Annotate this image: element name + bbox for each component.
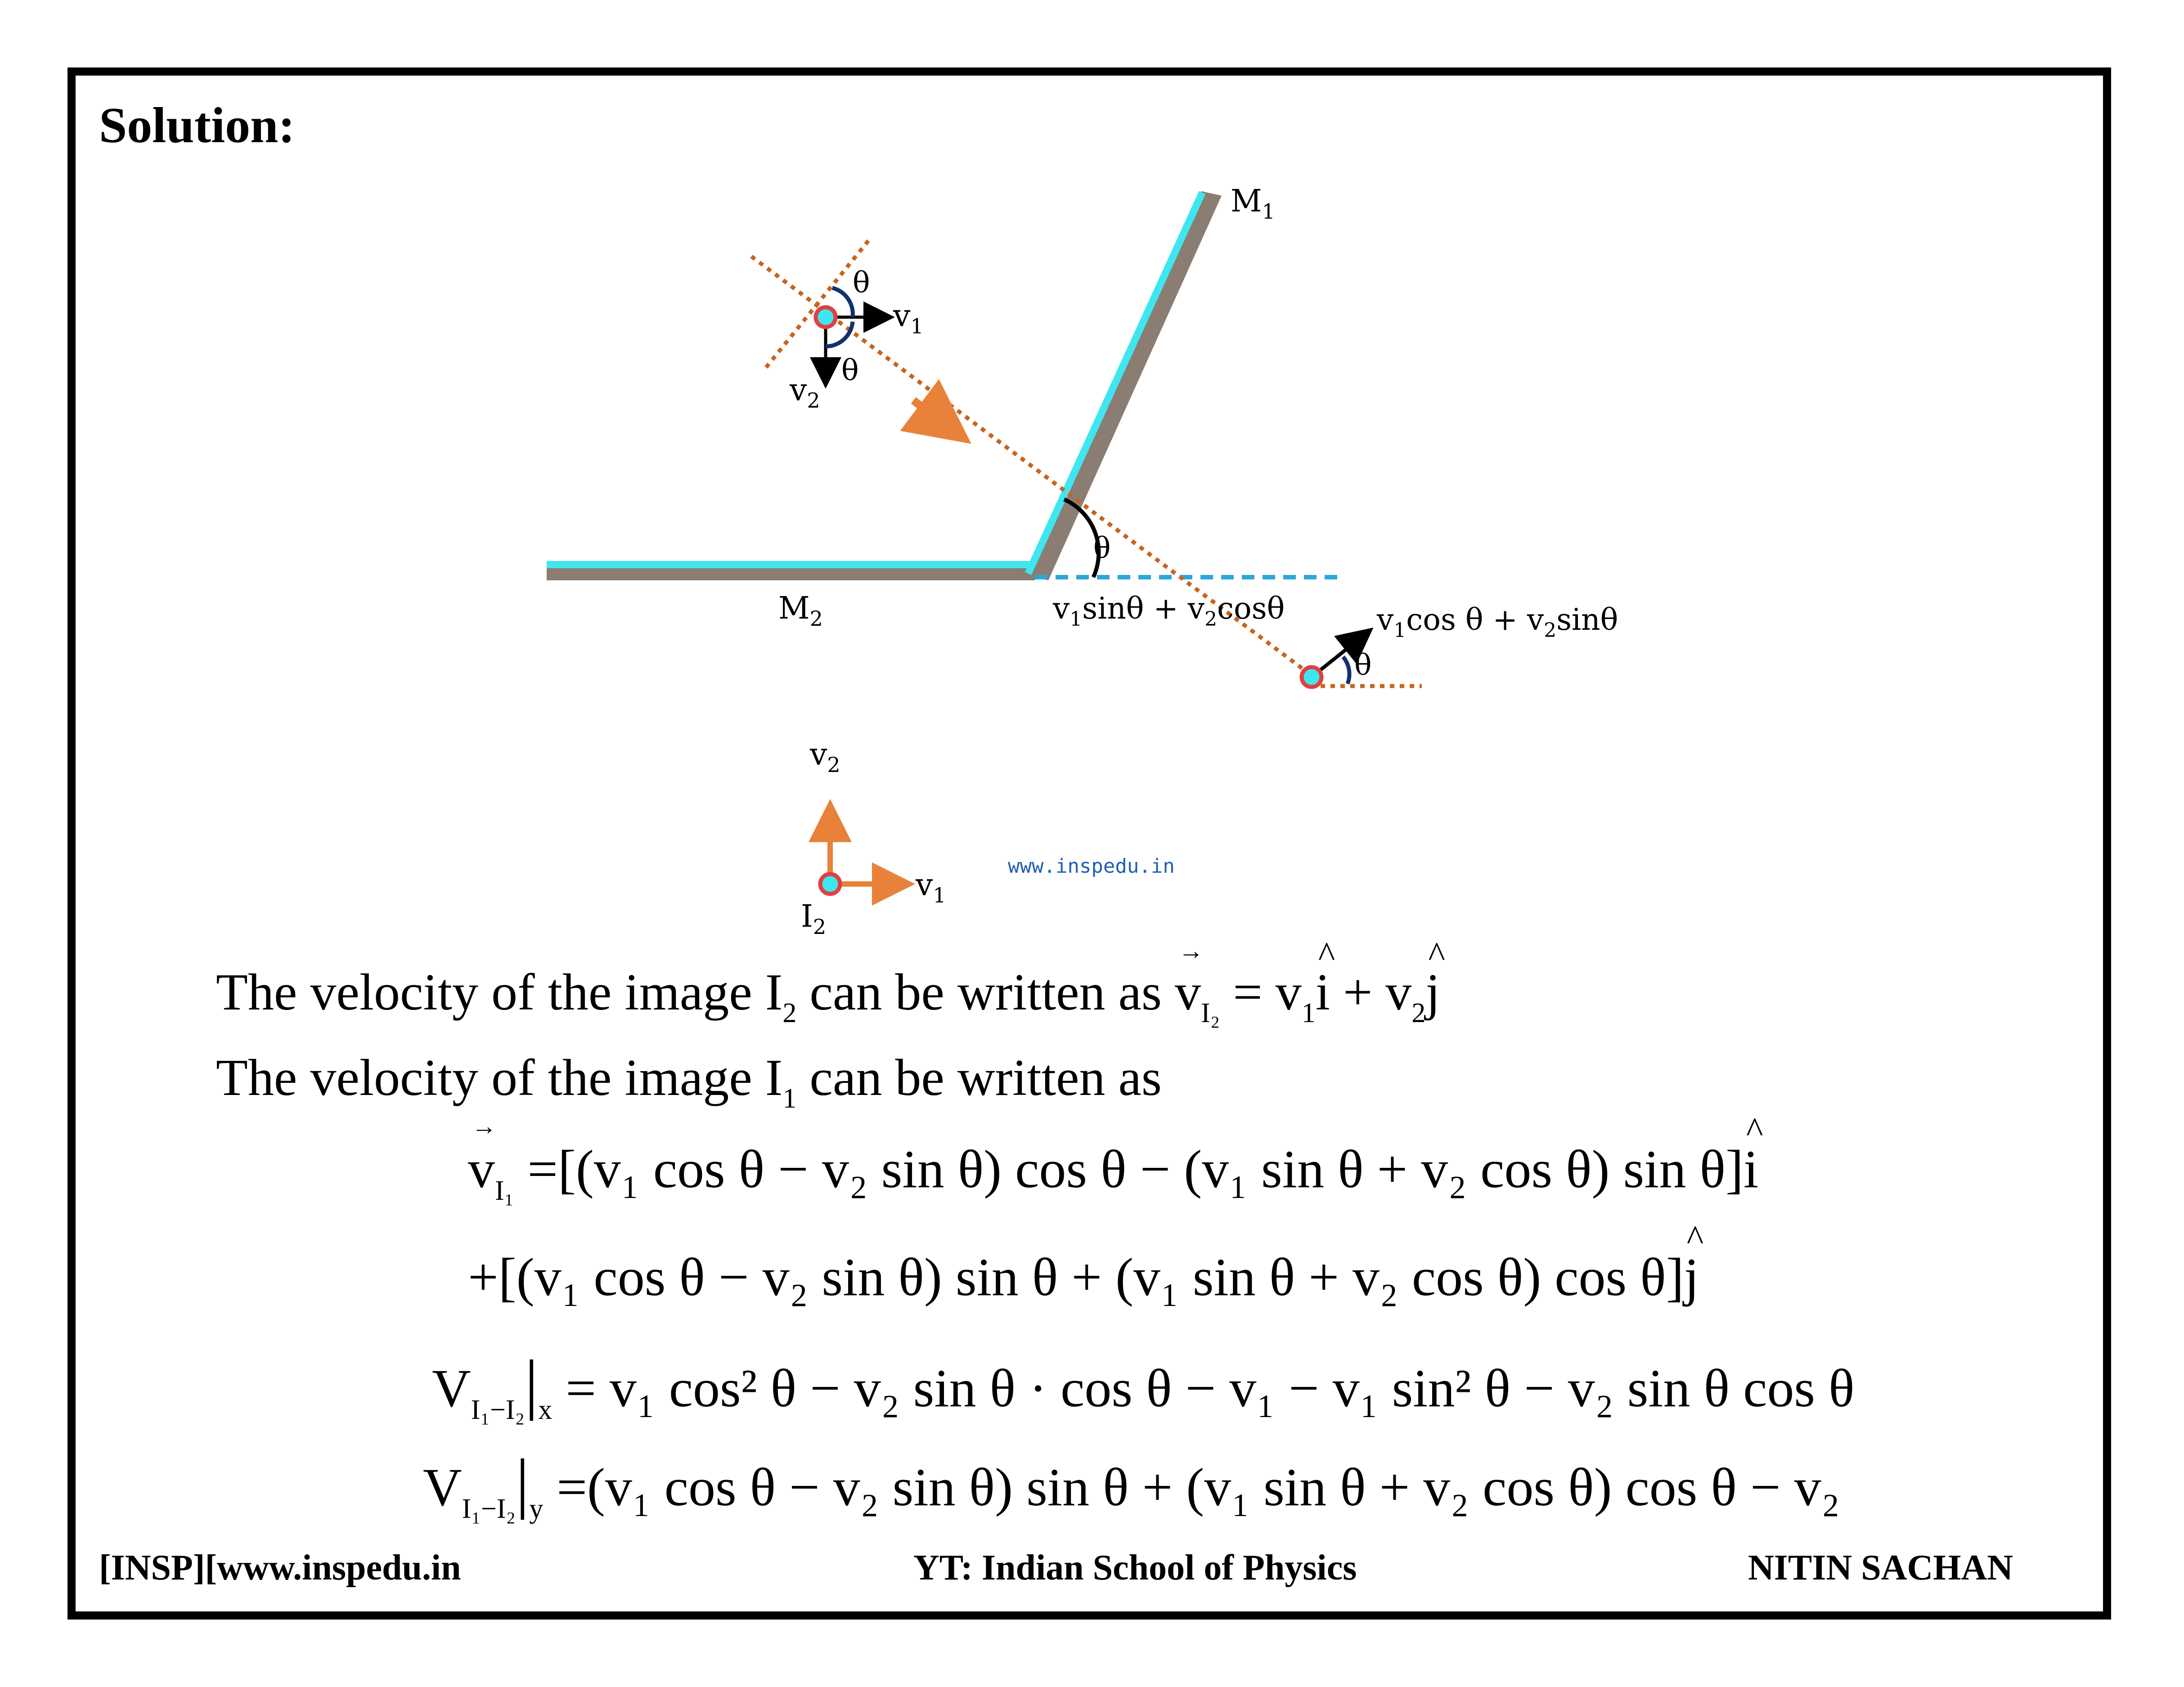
label-component-a: v1sinθ + v2cosθ	[1052, 591, 1285, 631]
image1-point	[1299, 665, 1324, 689]
footer-left: [INSP][www.inspedu.in	[99, 1548, 461, 1588]
theta-arc-junction	[1063, 497, 1101, 578]
label-theta-top: θ	[853, 266, 870, 300]
motion-arrow	[900, 379, 971, 444]
page-frame	[67, 67, 2111, 1620]
equation-relative-x: VI₁−I₂|x = v₁ cos² θ − v₂ sin θ · cos θ …	[432, 1346, 1855, 1425]
watermark-url: www.inspedu.in	[1008, 855, 1175, 878]
velocity-vector-symbol: v	[1175, 937, 1204, 1023]
object-ray-line	[750, 255, 1315, 679]
equation-vi1-x: vI₁ =[(v₁ cos θ − v₂ sin θ) cos θ − (v₁ …	[468, 1110, 1763, 1207]
label-i2-v2: v2	[809, 737, 840, 777]
text-line-image2: The velocity of the image I2 can be writ…	[216, 935, 1445, 1029]
label-m1: M1	[1231, 184, 1275, 224]
label-theta-junction: θ	[1093, 532, 1111, 565]
image2-point	[818, 872, 842, 896]
label-i2-v1: v1	[915, 867, 946, 907]
label-v1: v1	[893, 298, 924, 338]
label-v2: v2	[789, 372, 820, 413]
label-m2: M2	[778, 591, 823, 631]
label-component-b: v1cos θ + v2sinθ	[1376, 602, 1618, 642]
solution-heading: Solution:	[99, 98, 295, 153]
equation-vi1-y: +[(v₁ cos θ − v₂ sin θ) sin θ + (v₁ sin …	[468, 1218, 1704, 1308]
object-point	[813, 305, 838, 329]
theta-arc-image	[1341, 655, 1352, 685]
equation-relative-y: VI₁−I₂|y =(v₁ cos θ − v₂ sin θ) sin θ + …	[423, 1445, 1840, 1524]
object-normal-line	[763, 239, 870, 370]
label-theta-image: θ	[1354, 649, 1372, 682]
theta-arc-top	[831, 286, 855, 318]
footer-right: NITIN SACHAN	[1748, 1548, 2013, 1588]
label-theta-bottom: θ	[841, 354, 859, 387]
image1-velocity-arrow	[1310, 628, 1374, 679]
text-line-image1: The velocity of the image I1 can be writ…	[216, 1049, 1162, 1114]
theta-arc-bottom	[825, 321, 855, 349]
mirror-m1	[1028, 191, 1222, 580]
label-i2: I2	[801, 899, 826, 939]
footer-center: YT: Indian School of Physics	[913, 1548, 1357, 1588]
